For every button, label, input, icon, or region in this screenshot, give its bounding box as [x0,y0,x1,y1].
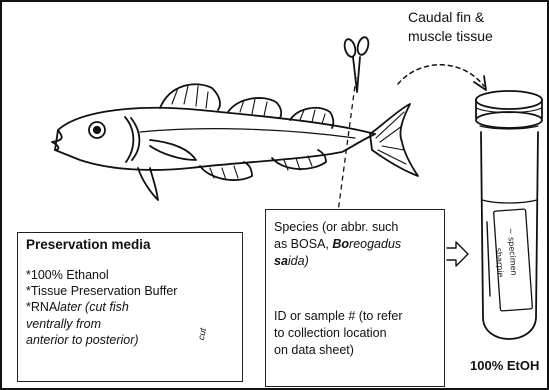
label-arrow [447,242,468,266]
species-info-box: Species (or abbr. such as BOSA, Boreogad… [265,209,445,387]
dorsal-fin-1 [160,84,220,110]
caudal-label-line-2: muscle tissue [408,27,528,46]
species-text: Species (or abbr. such as BOSA, Boreogad… [274,219,442,270]
preservation-item-buffer: *Tissue Preservation Buffer [26,283,177,299]
preservation-title: Preservation media [26,237,151,252]
preservation-list: *100% Ethanol *Tissue Preservation Buffe… [26,267,177,348]
scissors-icon [343,36,370,92]
cut-label: cut [196,327,208,341]
preservation-item-rnalater-3: anterior to posterior) [26,332,177,348]
preservation-media-box: Preservation media *100% Ethanol *Tissue… [17,232,243,382]
preservation-item-rnalater: *RNAlater (cut fish [26,299,177,315]
arrow-to-tube [398,65,484,86]
caudal-fin [370,104,418,176]
pectoral-fin [150,140,196,160]
caudal-fin-label: Caudal fin & muscle tissue [408,8,528,46]
tube-cap [476,91,542,129]
fish-body [55,108,375,170]
tube-sticker-text-2: sharpie [494,248,505,278]
pelvic-fin [138,168,158,200]
preservation-item-rnalater-2: ventrally from [26,316,177,332]
preservation-item-ethanol: *100% Ethanol [26,267,177,283]
tube-sticker-text: ~ specimen [506,228,518,276]
caudal-label-line-1: Caudal fin & [408,8,528,27]
tube-label: 100% EtOH [470,358,539,373]
sample-id-text: ID or sample # (to refer to collection l… [274,308,442,359]
